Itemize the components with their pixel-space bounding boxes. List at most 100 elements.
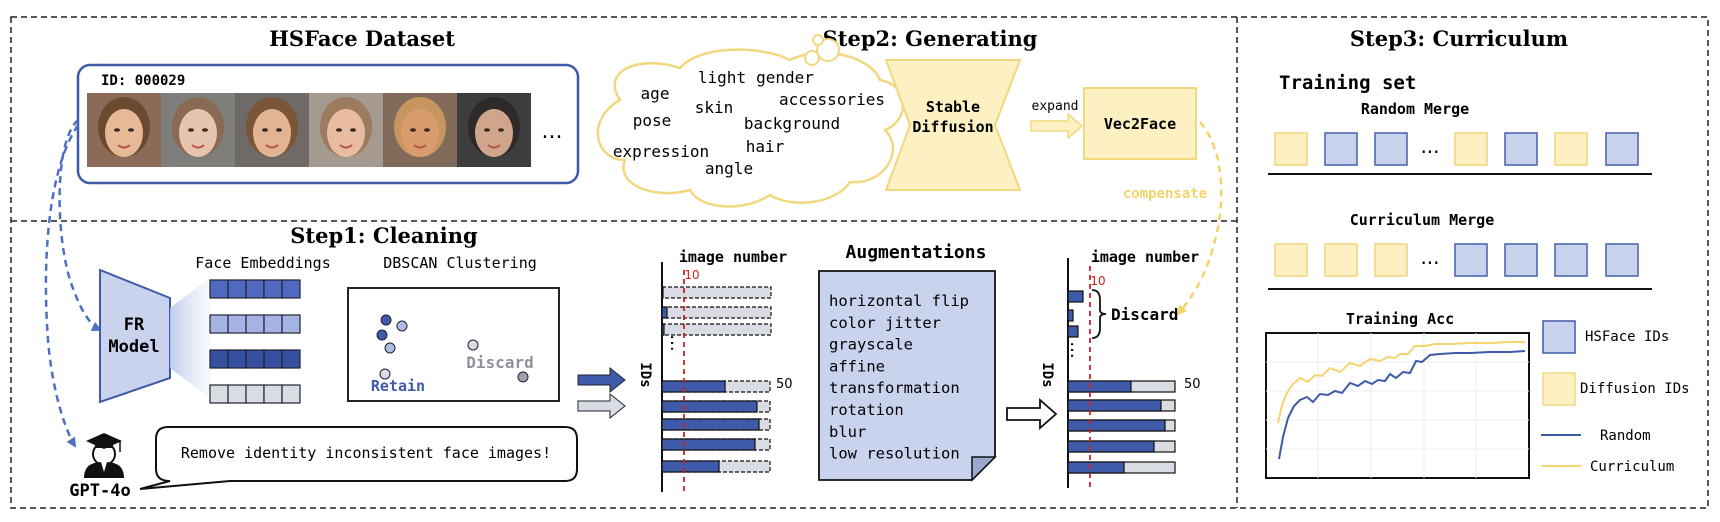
merge-ellipsis: ...: [1420, 134, 1439, 158]
chart-after-title: image number: [1091, 248, 1199, 266]
embedding-cell: [227, 314, 247, 334]
face-mouth: [265, 144, 279, 149]
curriculum-merge-row: ...: [1274, 243, 1639, 277]
embedding-projection-cone: [170, 278, 210, 398]
hsface-id-label: ID: 000029: [101, 73, 185, 89]
step2-title: Step2: Generating: [823, 26, 1038, 51]
attribute-word: hair: [746, 137, 785, 156]
embedding-vector: [209, 349, 301, 369]
hsface-id-block: [1554, 243, 1588, 277]
chart-bar: [661, 460, 720, 473]
gpt-avatar-tie: [101, 462, 107, 472]
hsface-id-block: [1454, 243, 1488, 277]
augmentations-title: Augmentations: [846, 242, 987, 263]
diffusion-id-block: [1554, 132, 1588, 166]
chart-bar-total: [661, 306, 772, 319]
attribute-word: accessories: [779, 90, 885, 109]
compensate-arrow: [1176, 121, 1223, 316]
face-eye: [350, 128, 356, 132]
attribute-word: gender: [756, 68, 814, 87]
augmentation-item: horizontal flip: [829, 292, 969, 310]
stable-diffusion-label-line1: Stable: [926, 98, 980, 116]
face-eye: [336, 128, 342, 132]
attribute-word: angle: [705, 159, 753, 178]
face-eye: [114, 128, 120, 132]
legend-curriculum-label: Curriculum: [1590, 459, 1674, 475]
embedding-cell: [209, 384, 229, 404]
dbscan-label: DBSCAN Clustering: [383, 254, 537, 272]
attribute-word: skin: [695, 98, 734, 117]
chart-after-discard-label: Discard: [1111, 305, 1178, 324]
discard-point: [517, 371, 529, 383]
chart-before-ellipsis: ...: [666, 334, 687, 351]
chart-bar: [661, 438, 756, 451]
random-merge-label: Random Merge: [1361, 100, 1469, 118]
outline-flow-arrow: [1006, 398, 1058, 430]
chart-before-threshold-label: 10: [684, 268, 699, 282]
embedding-cell: [263, 384, 283, 404]
face-eye: [410, 128, 416, 132]
embedding-cell: [263, 314, 283, 334]
gpt-avatar-icon: [84, 433, 124, 478]
fr-model-label-line2: Model: [108, 337, 159, 357]
merge-ellipsis: ...: [1420, 245, 1439, 269]
curriculum-curve: [1277, 341, 1525, 424]
dataset-to-fr-arrow: [58, 119, 102, 332]
face-embeddings-label: Face Embeddings: [195, 254, 330, 272]
cluster-point: [376, 329, 388, 341]
hsface-id-block: [1504, 243, 1538, 277]
grey-flow-arrow: [577, 392, 626, 420]
face-image-strip: [87, 93, 531, 167]
stable-diffusion-label-line2: Diffusion: [912, 118, 993, 136]
embedding-cell: [245, 349, 265, 369]
embedding-cell: [227, 384, 247, 404]
hsface-id-block: [1374, 132, 1408, 166]
retain-cluster: [376, 314, 408, 380]
attribute-word: background: [744, 114, 840, 133]
stable-diffusion-block: [884, 59, 1022, 191]
hsface-id-block: [1504, 132, 1538, 166]
fr-model-block: [99, 268, 171, 404]
cluster-point: [384, 342, 396, 354]
chart-bar: [1067, 380, 1132, 393]
thought-cloud: [596, 48, 905, 208]
face-skin: [401, 109, 439, 157]
face-thumbnail: [87, 93, 161, 167]
discard-brace: [1091, 289, 1107, 339]
legend-hsface-label: HSFace IDs: [1585, 329, 1669, 345]
chart-bar: [661, 286, 664, 299]
diffusion-id-block: [1324, 243, 1358, 277]
face-mouth: [117, 144, 131, 149]
blue-flow-arrow: [577, 366, 626, 394]
embedding-cell: [245, 279, 265, 299]
face-skin: [105, 109, 143, 157]
chart-bar: [1067, 440, 1155, 453]
attribute-word: expression: [613, 142, 709, 161]
face-thumbnail: [161, 93, 235, 167]
chart-bar: [661, 323, 665, 336]
chart-bar-total: [661, 323, 772, 336]
training-acc-label: Training Acc: [1346, 310, 1454, 328]
diffusion-id-block: [1274, 243, 1308, 277]
augmentation-item: affine: [829, 357, 885, 375]
cluster-point: [379, 368, 391, 380]
expand-label: expand: [1032, 99, 1079, 114]
training-set-label: Training set: [1279, 72, 1416, 94]
vec2face-block: [1083, 87, 1197, 160]
augmentation-item: color jitter: [829, 314, 941, 332]
hsface-ellipsis: ...: [542, 119, 563, 144]
face-eye: [202, 128, 208, 132]
expand-arrow: [1030, 112, 1084, 140]
cloud-bubble-small: [812, 34, 824, 46]
embedding-cell: [227, 279, 247, 299]
cloud-bubble-medium: [804, 50, 820, 66]
step3-title: Step3: Curriculum: [1350, 26, 1568, 51]
face-skin: [179, 109, 217, 157]
discard-point: [467, 339, 479, 351]
face-mouth: [191, 144, 205, 149]
chart-bar: [661, 380, 726, 393]
